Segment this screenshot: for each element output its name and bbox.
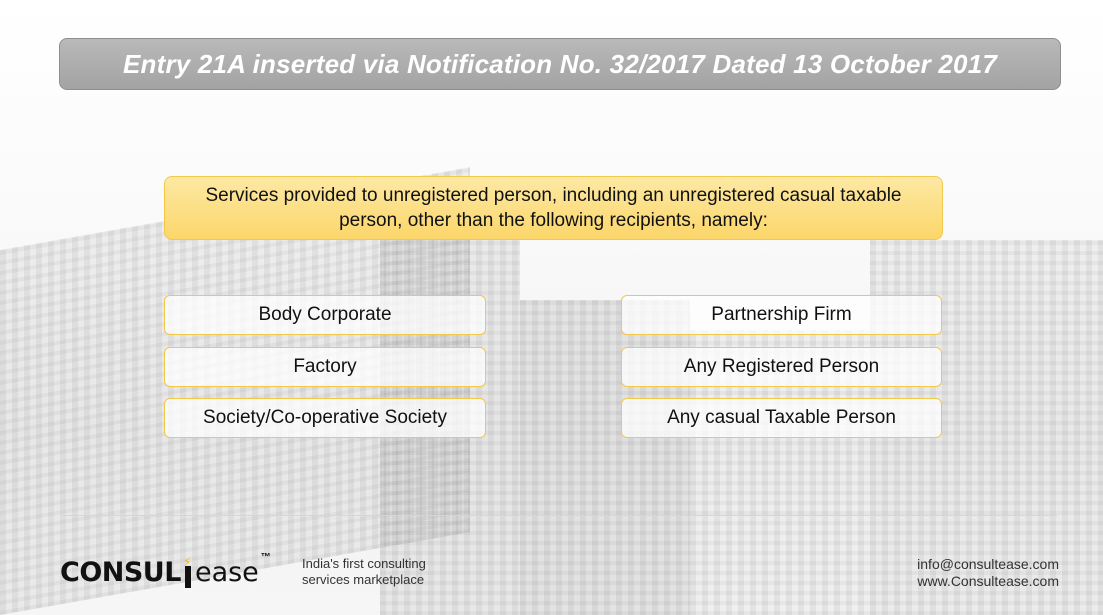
building-graphic (380, 180, 520, 615)
intro-text: Services provided to unregistered person… (205, 183, 901, 233)
recipient-factory: Factory (164, 347, 486, 387)
footer-divider (62, 515, 1057, 516)
recipient-registered-person: Any Registered Person (621, 347, 942, 387)
intro-line-1: Services provided to unregistered person… (205, 185, 902, 206)
slide-title: Entry 21A inserted via Notification No. … (122, 48, 998, 79)
logo-text-ease: ease (194, 557, 259, 588)
tagline-line-1: India's first consulting (302, 556, 426, 571)
tagline-line-2: services marketplace (302, 572, 425, 587)
recipient-body-corporate: Body Corporate (164, 295, 486, 335)
tagline: India's first consulting services market… (302, 556, 426, 588)
slide-title-bar: Entry 21A inserted via Notification No. … (59, 38, 1061, 90)
recipient-casual-taxable-person: Any casual Taxable Person (621, 398, 942, 438)
intro-line-2: person, other than the following recipie… (339, 210, 768, 231)
contact-email[interactable]: info@consultease.com (917, 556, 1059, 572)
logo-trademark: ™ (260, 552, 271, 563)
lightning-bolt-icon: ⚡ (182, 556, 194, 588)
contact-info: info@consultease.com www.Consultease.com (917, 556, 1059, 590)
consultease-logo: CONSUL ⚡ ease ™ (60, 548, 271, 588)
logo-text-consul: CONSUL (60, 557, 181, 588)
recipient-partnership-firm: Partnership Firm (621, 295, 942, 335)
contact-website[interactable]: www.Consultease.com (917, 573, 1059, 589)
intro-box: Services provided to unregistered person… (164, 176, 943, 240)
recipient-society: Society/Co-operative Society (164, 398, 486, 438)
